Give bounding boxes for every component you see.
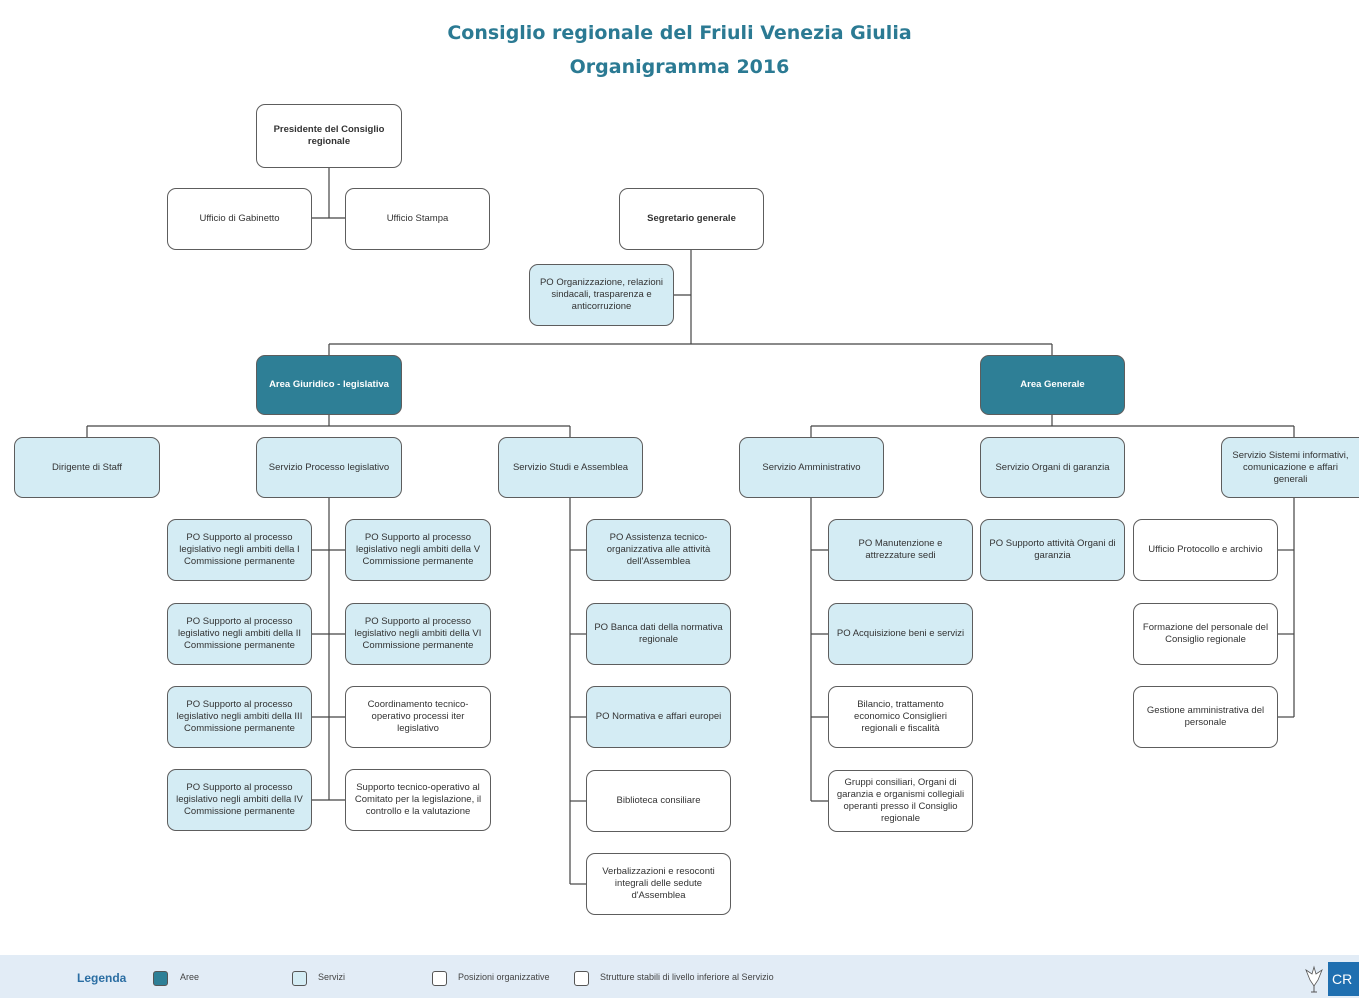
- po-acquisizione-box: PO Acquisizione beni e servizi: [828, 603, 973, 665]
- segretario-generale-box: Segretario generale: [619, 188, 764, 250]
- servizio-amministrativo-box: Servizio Amministrativo: [739, 437, 884, 498]
- po-manutenzione-box: PO Manutenzione e attrezzature sedi: [828, 519, 973, 581]
- po-commissione-4-box: PO Supporto al processo legislativo negl…: [167, 769, 312, 831]
- ufficio-stampa-box: Ufficio Stampa: [345, 188, 490, 250]
- legend-label-strutture: Strutture stabili di livello inferiore a…: [600, 972, 774, 982]
- servizio-processo-legislativo-box: Servizio Processo legislativo: [256, 437, 402, 498]
- dirigente-staff-box: Dirigente di Staff: [14, 437, 160, 498]
- chart-title: Consiglio regionale del Friuli Venezia G…: [447, 22, 912, 44]
- po-banca-dati-box: PO Banca dati della normativa regionale: [586, 603, 731, 665]
- supporto-comitato-box: Supporto tecnico-operativo al Comitato p…: [345, 769, 491, 831]
- verbalizzazioni-box: Verbalizzazioni e resoconti integrali de…: [586, 853, 731, 915]
- servizio-studi-assemblea-box: Servizio Studi e Assemblea: [498, 437, 643, 498]
- gestione-personale-box: Gestione amministrativa del personale: [1133, 686, 1278, 748]
- ufficio-gabinetto-box: Ufficio di Gabinetto: [167, 188, 312, 250]
- eagle-icon: [1305, 965, 1323, 993]
- po-commissione-6-box: PO Supporto al processo legislativo negl…: [345, 603, 491, 665]
- gruppi-consiliari-box: Gruppi consiliari, Organi di garanzia e …: [828, 770, 973, 832]
- po-organi-garanzia-box: PO Supporto attività Organi di garanzia: [980, 519, 1125, 581]
- legend-swatch-aree: [153, 971, 168, 986]
- chart-subtitle: Organigramma 2016: [569, 56, 790, 78]
- area-generale-box: Area Generale: [980, 355, 1125, 415]
- po-organizzazione-box: PO Organizzazione, relazioni sindacali, …: [529, 264, 674, 326]
- legend-swatch-strutture: [574, 971, 589, 986]
- presidente-box: Presidente del Consiglio regionale: [256, 104, 402, 168]
- area-giuridico-legislativa-box: Area Giuridico - legislativa: [256, 355, 402, 415]
- ufficio-protocollo-box: Ufficio Protocollo e archivio: [1133, 519, 1278, 581]
- servizio-sistemi-informativi-box: Servizio Sistemi informativi, comunicazi…: [1221, 437, 1359, 498]
- biblioteca-box: Biblioteca consiliare: [586, 770, 731, 832]
- legend-title: Legenda: [77, 971, 127, 985]
- legend: Legenda Aree Servizi Posizioni organizza…: [0, 955, 1359, 998]
- po-assistenza-box: PO Assistenza tecnico-organizzativa alle…: [586, 519, 731, 581]
- logo-badge: CR: [1328, 962, 1359, 996]
- legend-label-aree: Aree: [180, 972, 200, 982]
- formazione-personale-box: Formazione del personale del Consiglio r…: [1133, 603, 1278, 665]
- consiglio-logo: CR: [1300, 960, 1359, 998]
- logo-text: CR: [1332, 971, 1353, 987]
- legend-swatch-posizioni: [432, 971, 447, 986]
- po-normativa-box: PO Normativa e affari europei: [586, 686, 731, 748]
- po-commissione-5-box: PO Supporto al processo legislativo negl…: [345, 519, 491, 581]
- po-commissione-3-box: PO Supporto al processo legislativo negl…: [167, 686, 312, 748]
- legend-swatch-servizi: [292, 971, 307, 986]
- coordinamento-iter-box: Coordinamento tecnico-operativo processi…: [345, 686, 491, 748]
- bilancio-box: Bilancio, trattamento economico Consigli…: [828, 686, 973, 748]
- po-commissione-2-box: PO Supporto al processo legislativo negl…: [167, 603, 312, 665]
- servizio-organi-garanzia-box: Servizio Organi di garanzia: [980, 437, 1125, 498]
- legend-label-servizi: Servizi: [318, 972, 346, 982]
- po-commissione-1-box: PO Supporto al processo legislativo negl…: [167, 519, 312, 581]
- legend-label-posizioni: Posizioni organizzative: [458, 972, 550, 982]
